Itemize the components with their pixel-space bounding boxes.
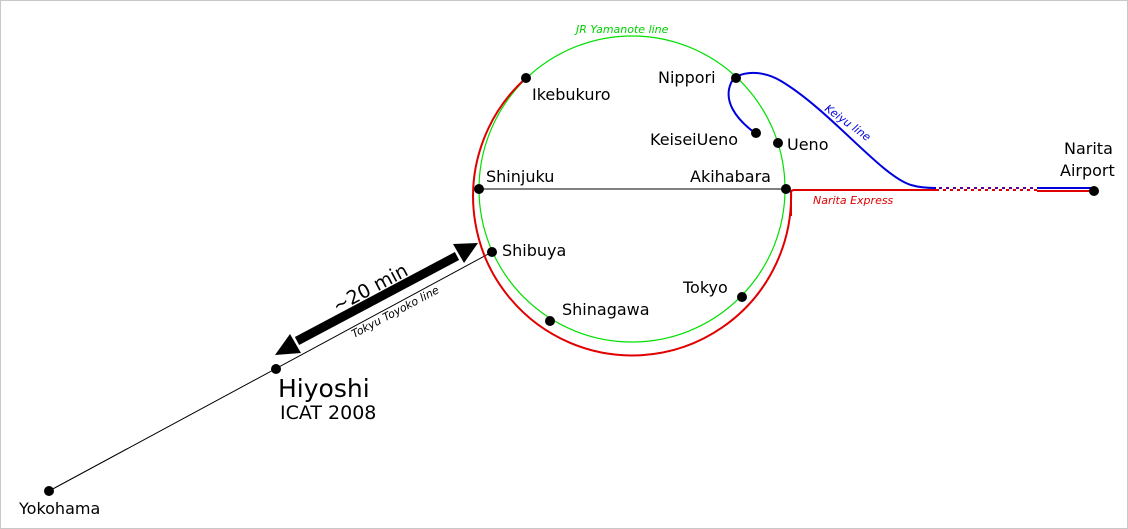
station-dot-yokohama	[44, 486, 54, 496]
destination-name: Hiyoshi	[278, 374, 370, 403]
travel-time-arrowhead-end	[453, 243, 478, 263]
station-dot-akihabara	[781, 184, 791, 194]
travel-time-arrowhead-start	[275, 334, 301, 355]
yamanote-line-label: JR Yamanote line	[574, 23, 669, 36]
station-dot-narita-airport	[1089, 186, 1099, 196]
station-dot-ueno	[773, 138, 783, 148]
station-dot-ikebukuro	[521, 73, 531, 83]
narita-express-loop	[472, 77, 793, 357]
travel-time-arrow	[294, 252, 460, 345]
station-label-akihabara: Akihabara	[690, 167, 771, 186]
tokyu-toyoko-line	[48, 251, 493, 492]
narita-express-label: Narita Express	[813, 194, 894, 207]
station-dot-shinagawa	[545, 316, 555, 326]
station-dot-shibuya	[487, 247, 497, 257]
keiyu-line	[727, 72, 937, 189]
station-dot-hiyoshi	[271, 364, 281, 374]
station-dot-shinjuku	[474, 184, 484, 194]
station-label-shibuya: Shibuya	[502, 241, 566, 260]
destination-event: ICAT 2008	[280, 402, 376, 424]
station-label-shinjuku: Shinjuku	[486, 167, 554, 186]
station-label-yokohama: Yokohama	[18, 499, 100, 518]
station-label-shinagawa: Shinagawa	[562, 300, 650, 319]
station-label-narita-line2: Airport	[1060, 161, 1115, 180]
station-label-nippori: Nippori	[658, 68, 716, 87]
station-label-tokyo: Tokyo	[682, 278, 728, 297]
station-dot-keisei-ueno	[751, 128, 761, 138]
station-dot-nippori	[731, 73, 741, 83]
narita-express-line	[790, 189, 936, 216]
station-dot-tokyo	[737, 292, 747, 302]
station-label-narita-line1: Narita	[1064, 139, 1113, 158]
keiyu-line-label: Keiyu line	[822, 102, 873, 144]
station-label-ikebukuro: Ikebukuro	[532, 85, 610, 104]
station-label-keisei-ueno: KeiseiUeno	[650, 130, 738, 149]
station-label-ueno: Ueno	[787, 135, 828, 154]
